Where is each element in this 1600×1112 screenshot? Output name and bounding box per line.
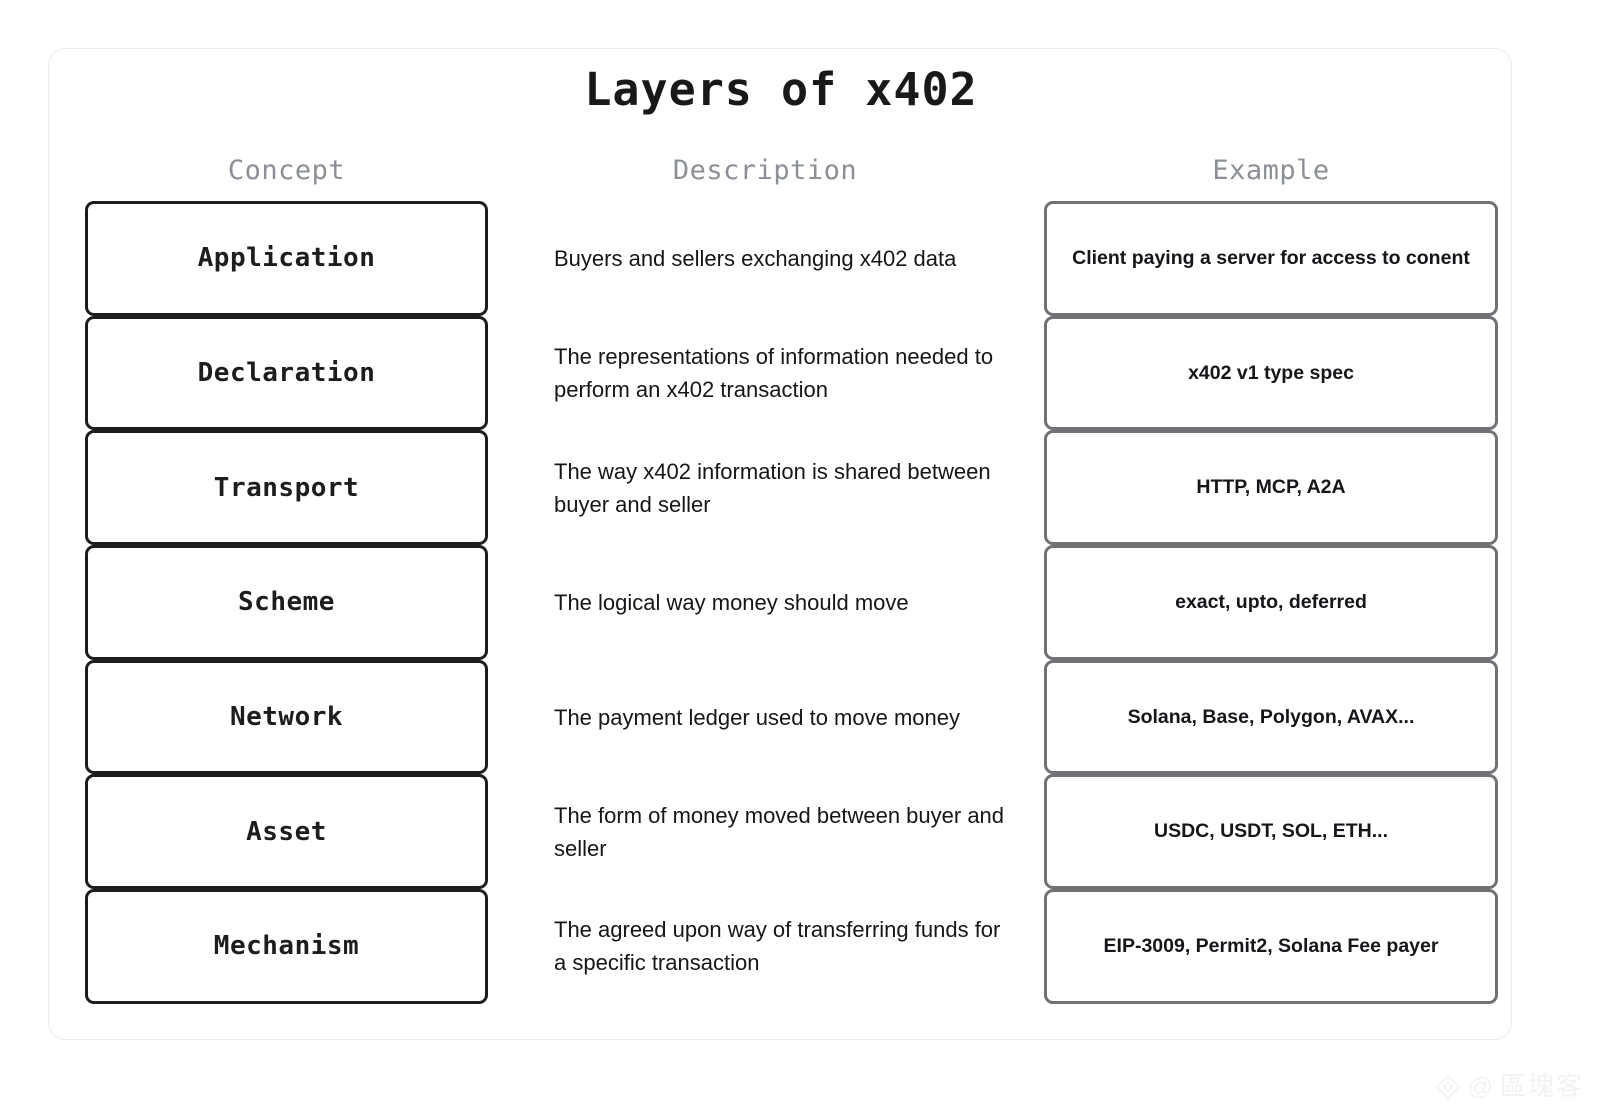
example-label: Solana, Base, Polygon, AVAX... — [1127, 705, 1415, 728]
example-label: EIP-3009, Permit2, Solana Fee payer — [1103, 934, 1439, 957]
description-cell: The agreed upon way of transferring fund… — [554, 889, 1006, 1004]
concept-box[interactable]: Declaration — [85, 315, 488, 431]
example-label: Client paying a server for access to con… — [1072, 246, 1470, 269]
example-box[interactable]: Client paying a server for access to con… — [1044, 201, 1498, 316]
watermark-label: 區塊客 — [1499, 1072, 1584, 1102]
watermark-at-symbol: @ — [1467, 1072, 1493, 1101]
concept-box[interactable]: Application — [85, 201, 488, 316]
table-row: Application Buyers and sellers exchanging… — [49, 201, 1513, 316]
concept-box[interactable]: Network — [85, 659, 488, 775]
concept-box[interactable]: Asset — [85, 774, 488, 890]
table-row: Transport The way x402 information is sha… — [49, 430, 1513, 546]
description-cell: The representations of information neede… — [554, 316, 1006, 431]
concept-label: Mechanism — [213, 931, 360, 962]
concept-box[interactable]: Mechanism — [85, 889, 488, 1004]
column-header-concept: Concept — [227, 155, 346, 186]
description-cell: The payment ledger used to move money — [554, 660, 1006, 775]
concept-box[interactable]: Transport — [85, 430, 488, 546]
concept-label: Scheme — [238, 587, 335, 618]
example-label: USDC, USDT, SOL, ETH... — [1153, 820, 1389, 843]
description-cell: The logical way money should move — [554, 545, 1006, 660]
example-label: HTTP, MCP, A2A — [1196, 476, 1346, 499]
concept-label: Network — [229, 702, 344, 733]
diagram-card: Layers of x402 Concept Description Examp… — [48, 48, 1512, 1040]
concept-label: Transport — [213, 472, 360, 503]
concept-label: Declaration — [197, 358, 376, 389]
description-cell: Buyers and sellers exchanging x402 data — [554, 201, 1006, 316]
concept-label: Application — [197, 243, 376, 274]
table-row: Declaration The representations of inform… — [49, 315, 1513, 431]
diamond-logo-icon — [1435, 1074, 1461, 1100]
description-text: The agreed upon way of transferring fund… — [554, 917, 1001, 976]
description-cell: The form of money moved between buyer an… — [554, 774, 1006, 889]
table-row: Scheme The logical way money should move e… — [49, 545, 1513, 660]
example-box[interactable]: HTTP, MCP, A2A — [1044, 430, 1498, 546]
example-box[interactable]: exact, upto, deferred — [1044, 545, 1498, 660]
description-text: The logical way money should move — [554, 589, 909, 615]
watermark: @ 區塊客 — [1435, 1074, 1584, 1100]
table-row: Network The payment ledger used to move m… — [49, 659, 1513, 775]
example-box[interactable]: EIP-3009, Permit2, Solana Fee payer — [1044, 889, 1498, 1004]
column-header-example: Example — [1212, 155, 1330, 186]
description-text: Buyers and sellers exchanging x402 data — [554, 245, 957, 271]
example-label: exact, upto, deferred — [1175, 590, 1367, 613]
example-box[interactable]: USDC, USDT, SOL, ETH... — [1044, 774, 1498, 890]
table-row: Mechanism The agreed upon way of transfer… — [49, 889, 1513, 1004]
layers-table: Application Buyers and sellers exchanging… — [49, 201, 1513, 1004]
column-header-description: Description — [672, 155, 858, 186]
table-row: Asset The form of money moved between buy… — [49, 774, 1513, 890]
description-text: The representations of information neede… — [554, 344, 994, 403]
page-title: Layers of x402 — [584, 63, 978, 116]
description-text: The way x402 information is shared betwe… — [554, 458, 991, 517]
description-text: The payment ledger used to move money — [554, 704, 961, 730]
description-text: The form of money moved between buyer an… — [554, 802, 1005, 861]
example-box[interactable]: Solana, Base, Polygon, AVAX... — [1044, 659, 1498, 775]
concept-box[interactable]: Scheme — [85, 545, 488, 660]
description-cell: The way x402 information is shared betwe… — [554, 430, 1006, 545]
example-label: x402 v1 type spec — [1188, 361, 1354, 384]
example-box[interactable]: x402 v1 type spec — [1044, 315, 1498, 431]
concept-label: Asset — [246, 816, 327, 847]
